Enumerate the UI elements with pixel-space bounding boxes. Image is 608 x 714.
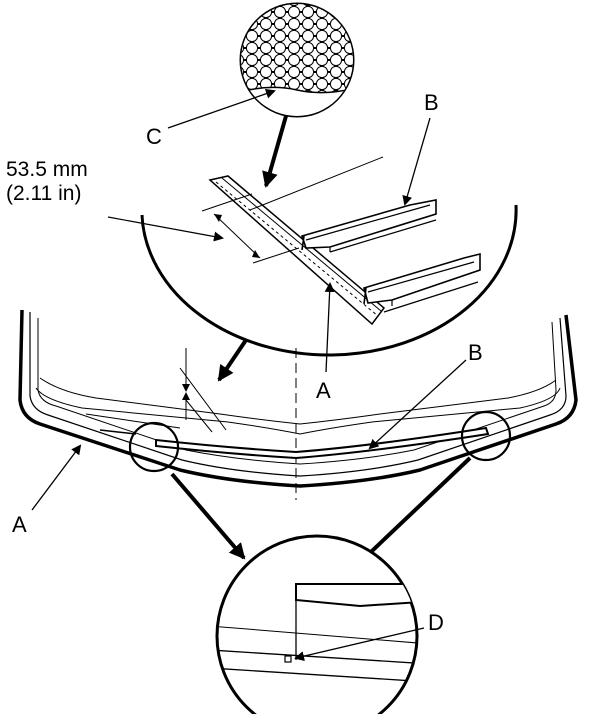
- label-b-top: B: [424, 90, 439, 115]
- detail-circle-right: [460, 410, 512, 462]
- label-d: D: [428, 610, 444, 635]
- label-c: C: [146, 124, 162, 149]
- dimension-metric: 53.5 mm: [6, 158, 88, 181]
- leader-c: [167, 88, 276, 129]
- adhesive-detail-circle: [239, 2, 355, 118]
- detail-circle-left: [128, 421, 180, 473]
- detail-arrow-right: [352, 456, 472, 570]
- cross-section-view: [107, 156, 518, 357]
- detail-arrow-left: [170, 472, 246, 560]
- detail-arrow-top: [262, 115, 288, 188]
- label-a-bottom: A: [12, 512, 27, 537]
- clip-detail-circle: [215, 534, 419, 714]
- leader-a-top: [324, 282, 335, 373]
- leader-a-bottom: [31, 444, 82, 511]
- leader-d: [294, 627, 425, 662]
- leader-b-top: [402, 117, 431, 206]
- detail-arrow-mid: [217, 338, 248, 382]
- leader-b-mid: [368, 359, 467, 450]
- dimension-imperial: (2.11 in): [6, 182, 81, 205]
- upper-molding: [155, 426, 490, 460]
- label-a-top: A: [316, 378, 331, 403]
- windshield-outline: [18, 309, 578, 500]
- label-b-mid: B: [468, 340, 483, 365]
